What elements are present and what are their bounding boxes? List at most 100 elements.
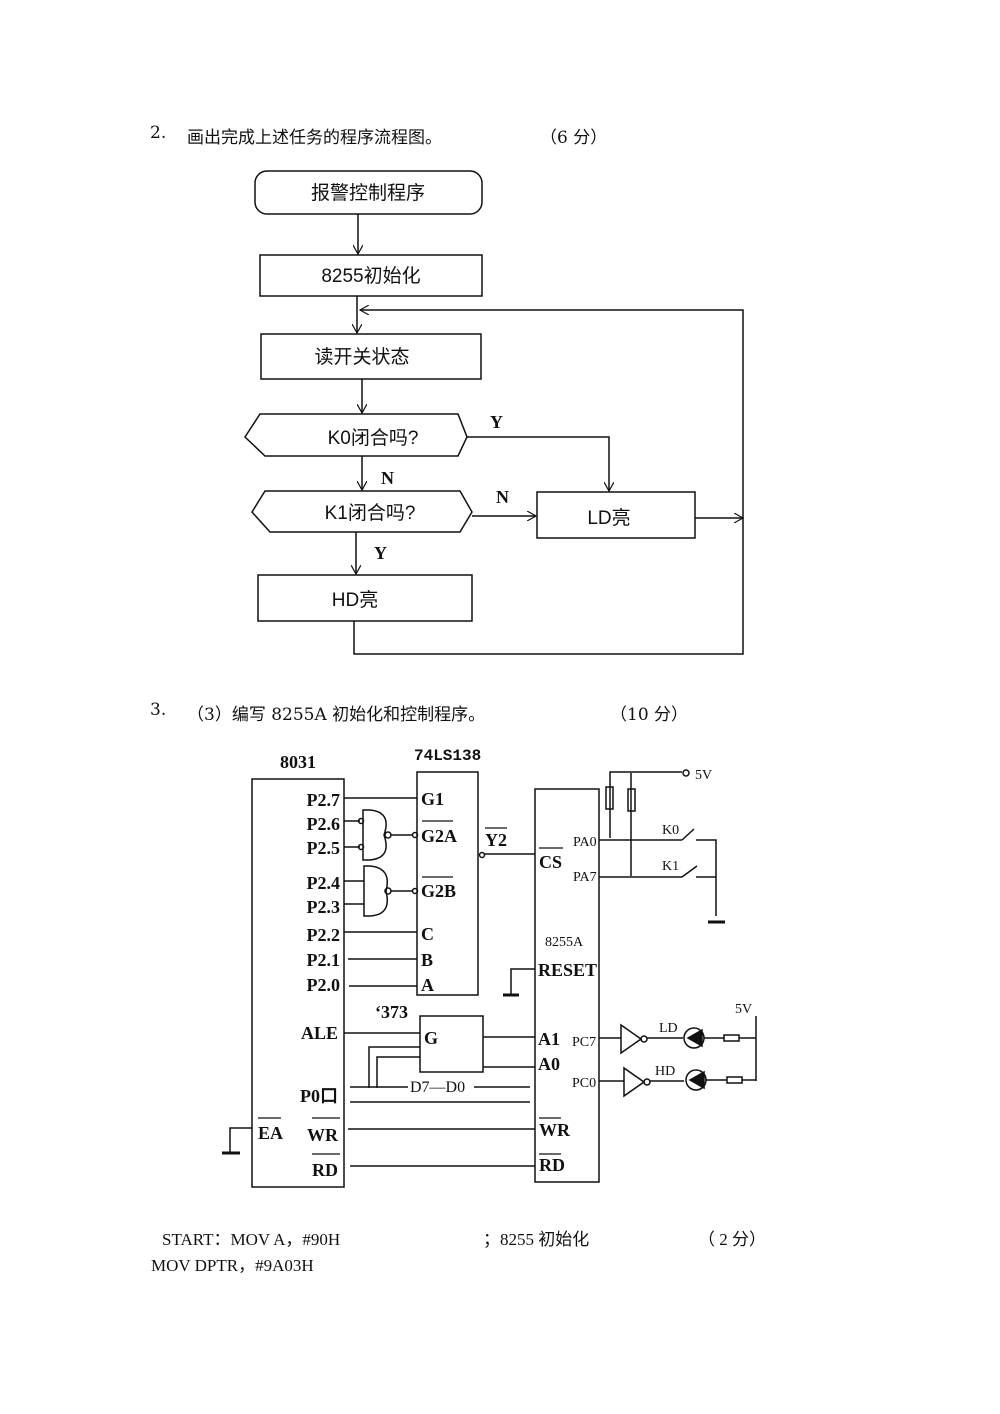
flow-read-box bbox=[260, 333, 482, 380]
inverter-bubble bbox=[411, 887, 419, 895]
question-2-score: （6 分） bbox=[540, 128, 608, 148]
question-3-number: 3. bbox=[150, 700, 167, 720]
resistor bbox=[723, 1034, 740, 1042]
switch-k0-label: K0 bbox=[662, 823, 679, 838]
pin-cs: CS bbox=[539, 852, 562, 872]
chip-8031-label: 8031 bbox=[280, 752, 316, 772]
chip-8255a-label: 8255A bbox=[545, 935, 584, 950]
question-2-number: 2. bbox=[150, 123, 167, 143]
inverter-bubble bbox=[640, 1035, 648, 1043]
switch-k1 bbox=[681, 865, 698, 878]
wire bbox=[696, 839, 717, 916]
pin-p2-2: P2.2 bbox=[307, 925, 341, 945]
pin-b: B bbox=[421, 950, 433, 970]
inverter-bubble bbox=[357, 843, 365, 851]
pin-pa0: PA0 bbox=[573, 835, 597, 850]
vcc-terminal bbox=[682, 769, 690, 777]
pin-pc7: PC7 bbox=[572, 1035, 596, 1050]
switch-k0 bbox=[681, 828, 695, 841]
wire bbox=[510, 968, 535, 994]
pin-ale: ALE bbox=[301, 1023, 338, 1043]
switch-k1-label: K1 bbox=[662, 859, 679, 874]
flow-k1-label: K1闭合吗? bbox=[325, 502, 416, 524]
flow-init-label: 8255初始化 bbox=[321, 265, 420, 287]
flow-ld-label: LD亮 bbox=[587, 507, 630, 529]
code-line-1-instr: START：MOV A，#90H bbox=[162, 1230, 341, 1249]
pin-8255-wr: WR bbox=[539, 1120, 571, 1140]
gate-and-2 bbox=[363, 865, 388, 917]
pin-p2-3: P2.3 bbox=[307, 897, 341, 917]
wire bbox=[368, 1046, 420, 1088]
flow-ld-box bbox=[536, 491, 696, 539]
pin-y2: Y2 bbox=[485, 830, 507, 850]
vcc-top-label: 5V bbox=[695, 768, 712, 783]
pin-p2-6: P2.6 bbox=[307, 814, 341, 834]
pin-a: A bbox=[421, 975, 434, 995]
flow-start-label: 报警控制程序 bbox=[311, 182, 425, 204]
inverter-bubble bbox=[643, 1078, 651, 1086]
chip-373-label: ‘373 bbox=[375, 1002, 408, 1022]
flow-hd-box bbox=[257, 574, 473, 622]
pin-a1: A1 bbox=[538, 1029, 560, 1049]
pin-p0: P0口 bbox=[300, 1086, 338, 1106]
inverter-bubble bbox=[357, 817, 365, 825]
chip-8031 bbox=[251, 778, 345, 1188]
flow-k0-yes-label: Y bbox=[490, 412, 503, 432]
pin-pa7: PA7 bbox=[573, 870, 597, 885]
resistor bbox=[605, 786, 614, 810]
code-line-1-comment: ；8255 初始化 bbox=[483, 1230, 590, 1249]
chip-8255a bbox=[534, 788, 600, 1183]
led-hd-diode bbox=[688, 1070, 705, 1090]
pin-rd: RD bbox=[312, 1160, 338, 1180]
flowchart: 报警控制程序 8255初始化 读开关状态 K0闭合吗? K1闭合吗? LD亮 H… bbox=[244, 170, 1000, 655]
led-hd-label: HD bbox=[655, 1064, 675, 1079]
led-ld-diode bbox=[686, 1028, 703, 1048]
inverter-hd bbox=[623, 1066, 646, 1098]
pin-p2-5: P2.5 bbox=[307, 838, 341, 858]
chip-74ls138 bbox=[416, 771, 479, 996]
flow-k1-no-label: N bbox=[496, 487, 509, 507]
wire bbox=[376, 1056, 420, 1088]
vcc-led-label: 5V bbox=[735, 1002, 752, 1017]
flow-start-terminal bbox=[254, 170, 483, 215]
chip-74ls138-label: 74LS138 bbox=[414, 747, 481, 765]
wire bbox=[609, 771, 682, 838]
inverter-bubble bbox=[411, 831, 419, 839]
pin-g2a: G2A bbox=[421, 826, 457, 846]
flow-hd-label: HD亮 bbox=[332, 589, 378, 611]
flow-loop-line bbox=[353, 310, 744, 655]
flow-k0-label: K0闭合吗? bbox=[328, 427, 419, 449]
pin-pc0: PC0 bbox=[572, 1076, 596, 1091]
inverter-bubble bbox=[478, 851, 486, 859]
pin-reset: RESET bbox=[538, 960, 597, 980]
pin-p2-7: P2.7 bbox=[307, 790, 341, 810]
pin-wr: WR bbox=[307, 1125, 339, 1145]
led-ld-label: LD bbox=[659, 1021, 678, 1036]
code-line-1-score: （ 2 分） bbox=[698, 1230, 766, 1249]
inverter-ld bbox=[620, 1023, 643, 1055]
gate-or-1 bbox=[362, 809, 387, 861]
pin-a0: A0 bbox=[538, 1054, 560, 1074]
flow-init-box bbox=[259, 254, 483, 297]
flow-k0-no-label: N bbox=[381, 468, 394, 488]
wire bbox=[229, 1127, 252, 1152]
pin-g2b: G2B bbox=[421, 881, 456, 901]
chip-373 bbox=[419, 1015, 484, 1073]
resistor bbox=[627, 788, 636, 812]
bus-label: D7—D0 bbox=[410, 1079, 465, 1096]
flow-k1-yes-label: Y bbox=[374, 543, 387, 563]
pin-ea: EA bbox=[258, 1123, 283, 1143]
inverter-bubble bbox=[384, 831, 392, 839]
flow-decision-k1 bbox=[251, 490, 473, 533]
flow-read-label: 读开关状态 bbox=[314, 346, 409, 368]
pin-g1: G1 bbox=[421, 789, 444, 809]
pin-c: C bbox=[421, 924, 434, 944]
flow-decision-k0 bbox=[244, 413, 468, 457]
code-line-2-instr: MOV DPTR，#9A03H bbox=[151, 1256, 314, 1275]
pin-p2-0: P2.0 bbox=[307, 975, 341, 995]
pin-p2-1: P2.1 bbox=[307, 950, 341, 970]
resistor bbox=[726, 1076, 743, 1084]
pin-p2-4: P2.4 bbox=[307, 873, 341, 893]
flow-connector bbox=[467, 436, 609, 491]
